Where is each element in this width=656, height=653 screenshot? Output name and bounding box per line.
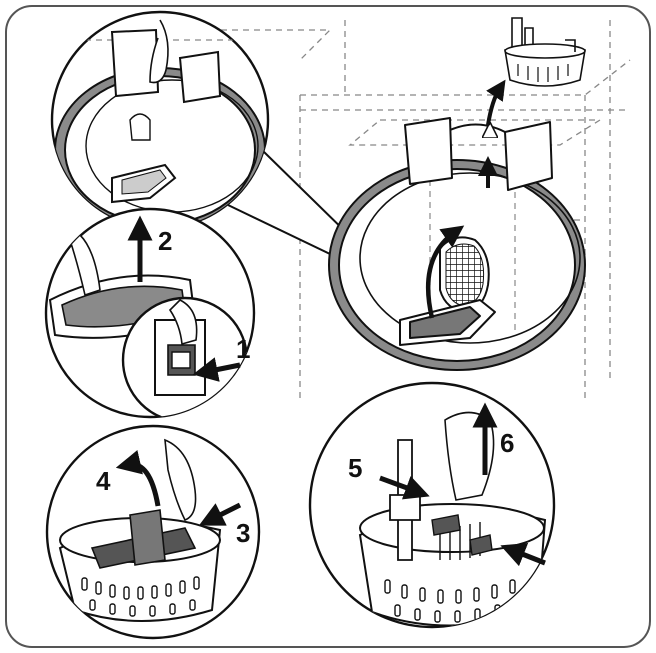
detail-circle-d <box>308 381 556 629</box>
step-label-2: 2 <box>158 226 173 256</box>
drum-tray <box>399 299 496 346</box>
filter-flaps <box>404 117 553 191</box>
detail-circle-a <box>50 10 270 230</box>
detail-circle-c <box>45 424 261 640</box>
small-basket-top-right <box>504 17 586 87</box>
step-label-6: 6 <box>500 428 515 458</box>
step-label-4: 4 <box>96 466 111 496</box>
step-label-5: 5 <box>348 453 363 483</box>
step-label-1: 1 <box>236 334 251 364</box>
step-label-3: 3 <box>236 518 251 548</box>
detail-circle-b <box>44 207 256 419</box>
cabinet-outline <box>100 20 631 400</box>
